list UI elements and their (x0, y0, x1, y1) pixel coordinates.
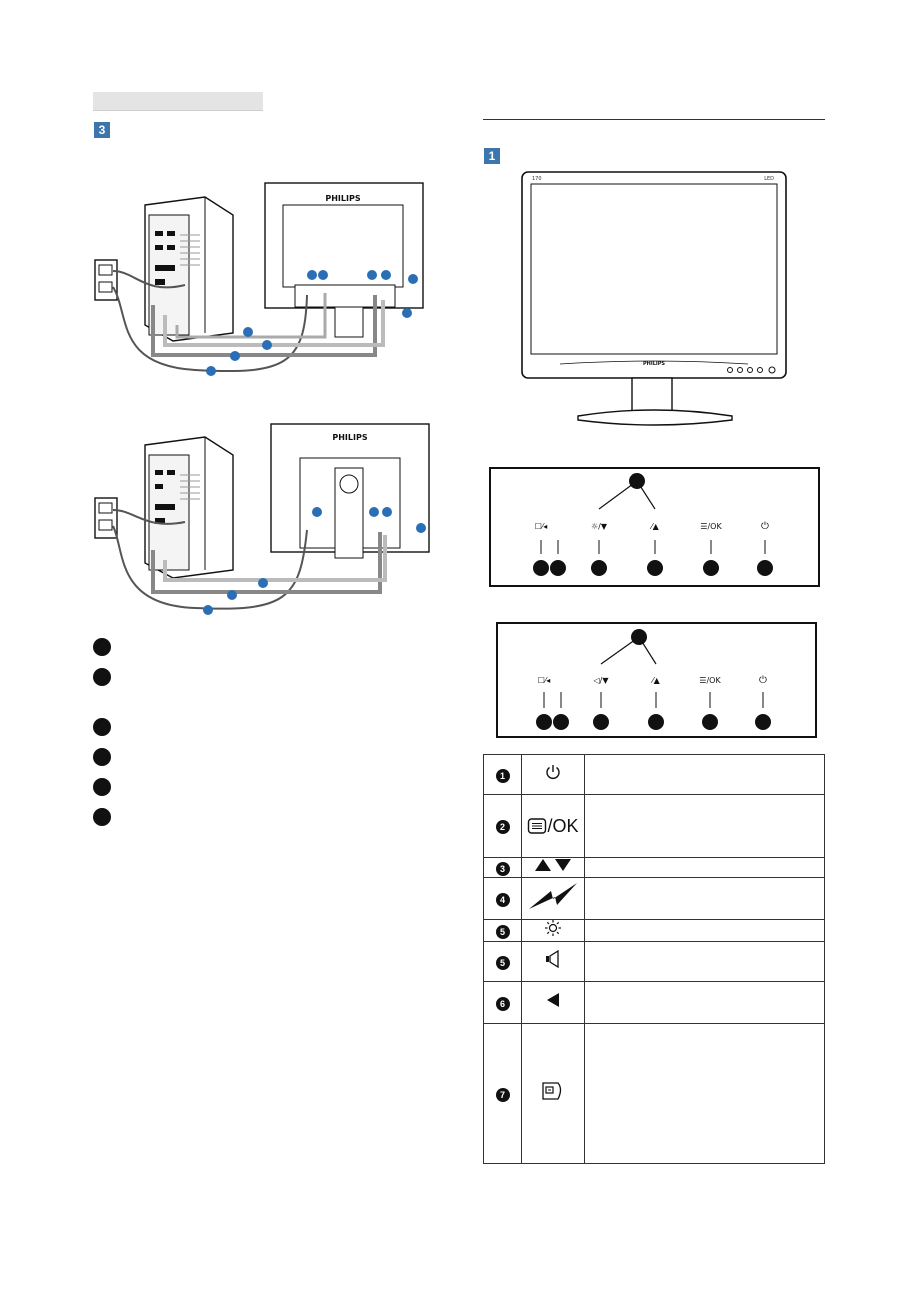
menu-icon (528, 818, 547, 834)
connection-diagram-2: PHILIPS (94, 423, 430, 615)
list-bullet-5 (93, 778, 111, 796)
list-bullet-1 (93, 638, 111, 656)
volume-icon (546, 949, 559, 969)
table-row: 2 /OK (483, 794, 825, 858)
table-row: 1 (483, 754, 825, 795)
list-bullet-6 (93, 808, 111, 826)
row-number: 6 (495, 996, 510, 1011)
svg-text:PHILIPS: PHILIPS (332, 433, 367, 442)
panel-b-button-menu-ok: ☰/OK (699, 676, 721, 685)
smartimage-icon (529, 883, 577, 909)
button-function-table: 1 2 /OK 3 4 5 5 (483, 754, 825, 1164)
section-header-bar (93, 92, 263, 111)
input-source-icon (542, 1082, 562, 1100)
panel-b-button-source-back: ☐⁄◂ (537, 676, 551, 685)
table-row: 4 (483, 877, 825, 920)
monitor-led-label: LED (764, 176, 774, 182)
panel-a-button-menu-ok: ☰/OK (700, 522, 722, 531)
svg-text:PHILIPS: PHILIPS (325, 194, 360, 203)
brightness-icon (545, 920, 561, 936)
list-bullet-2 (93, 668, 111, 686)
row-number: 5 (495, 955, 510, 970)
power-icon (546, 765, 560, 779)
up-down-arrows-icon (535, 859, 571, 871)
panel-b-button-volume-down: ◁/▼ (593, 676, 609, 685)
row-number: 4 (495, 892, 510, 907)
row-number: 2 (495, 820, 510, 834)
back-arrow-icon (547, 993, 559, 1007)
table-row: 7 (483, 1023, 825, 1164)
monitor-brand: PHILIPS (643, 361, 665, 367)
row-number: 3 (495, 861, 510, 876)
panel-a-button-brightness-down: ☼/▼ (590, 522, 608, 531)
panel-b-callout-lines (536, 629, 771, 730)
panel-b-button-power: ⏻ (759, 675, 767, 686)
row-number: 5 (495, 924, 510, 939)
row-number: 7 (495, 1087, 510, 1102)
list-bullet-3 (93, 718, 111, 736)
panel-a-button-source-back: ☐⁄◂ (534, 522, 548, 531)
row-number: 1 (495, 768, 510, 783)
monitor-front-illustration: 170 LED PHILIPS (521, 171, 787, 426)
connection-diagram-1: PHILIPS (94, 182, 424, 376)
panel-b-button-smartimage-up: ⁄▲ (652, 676, 660, 685)
panel-a-button-smartimage-up: ⁄▲ (651, 522, 659, 531)
list-bullet-4 (93, 748, 111, 766)
table-row: 5 (483, 941, 825, 982)
monitor-model-label: 170 (532, 176, 542, 182)
table-row: 5 (483, 919, 825, 942)
panel-a-callout-lines (533, 473, 773, 576)
table-row: 3 (483, 857, 825, 878)
panel-a-button-power: ⏻ (761, 521, 769, 532)
step-badge-3: 3 (94, 122, 110, 138)
table-row: 6 (483, 981, 825, 1024)
section-rule (483, 119, 825, 120)
step-badge-1: 1 (484, 148, 500, 164)
ok-label: /OK (547, 815, 579, 836)
